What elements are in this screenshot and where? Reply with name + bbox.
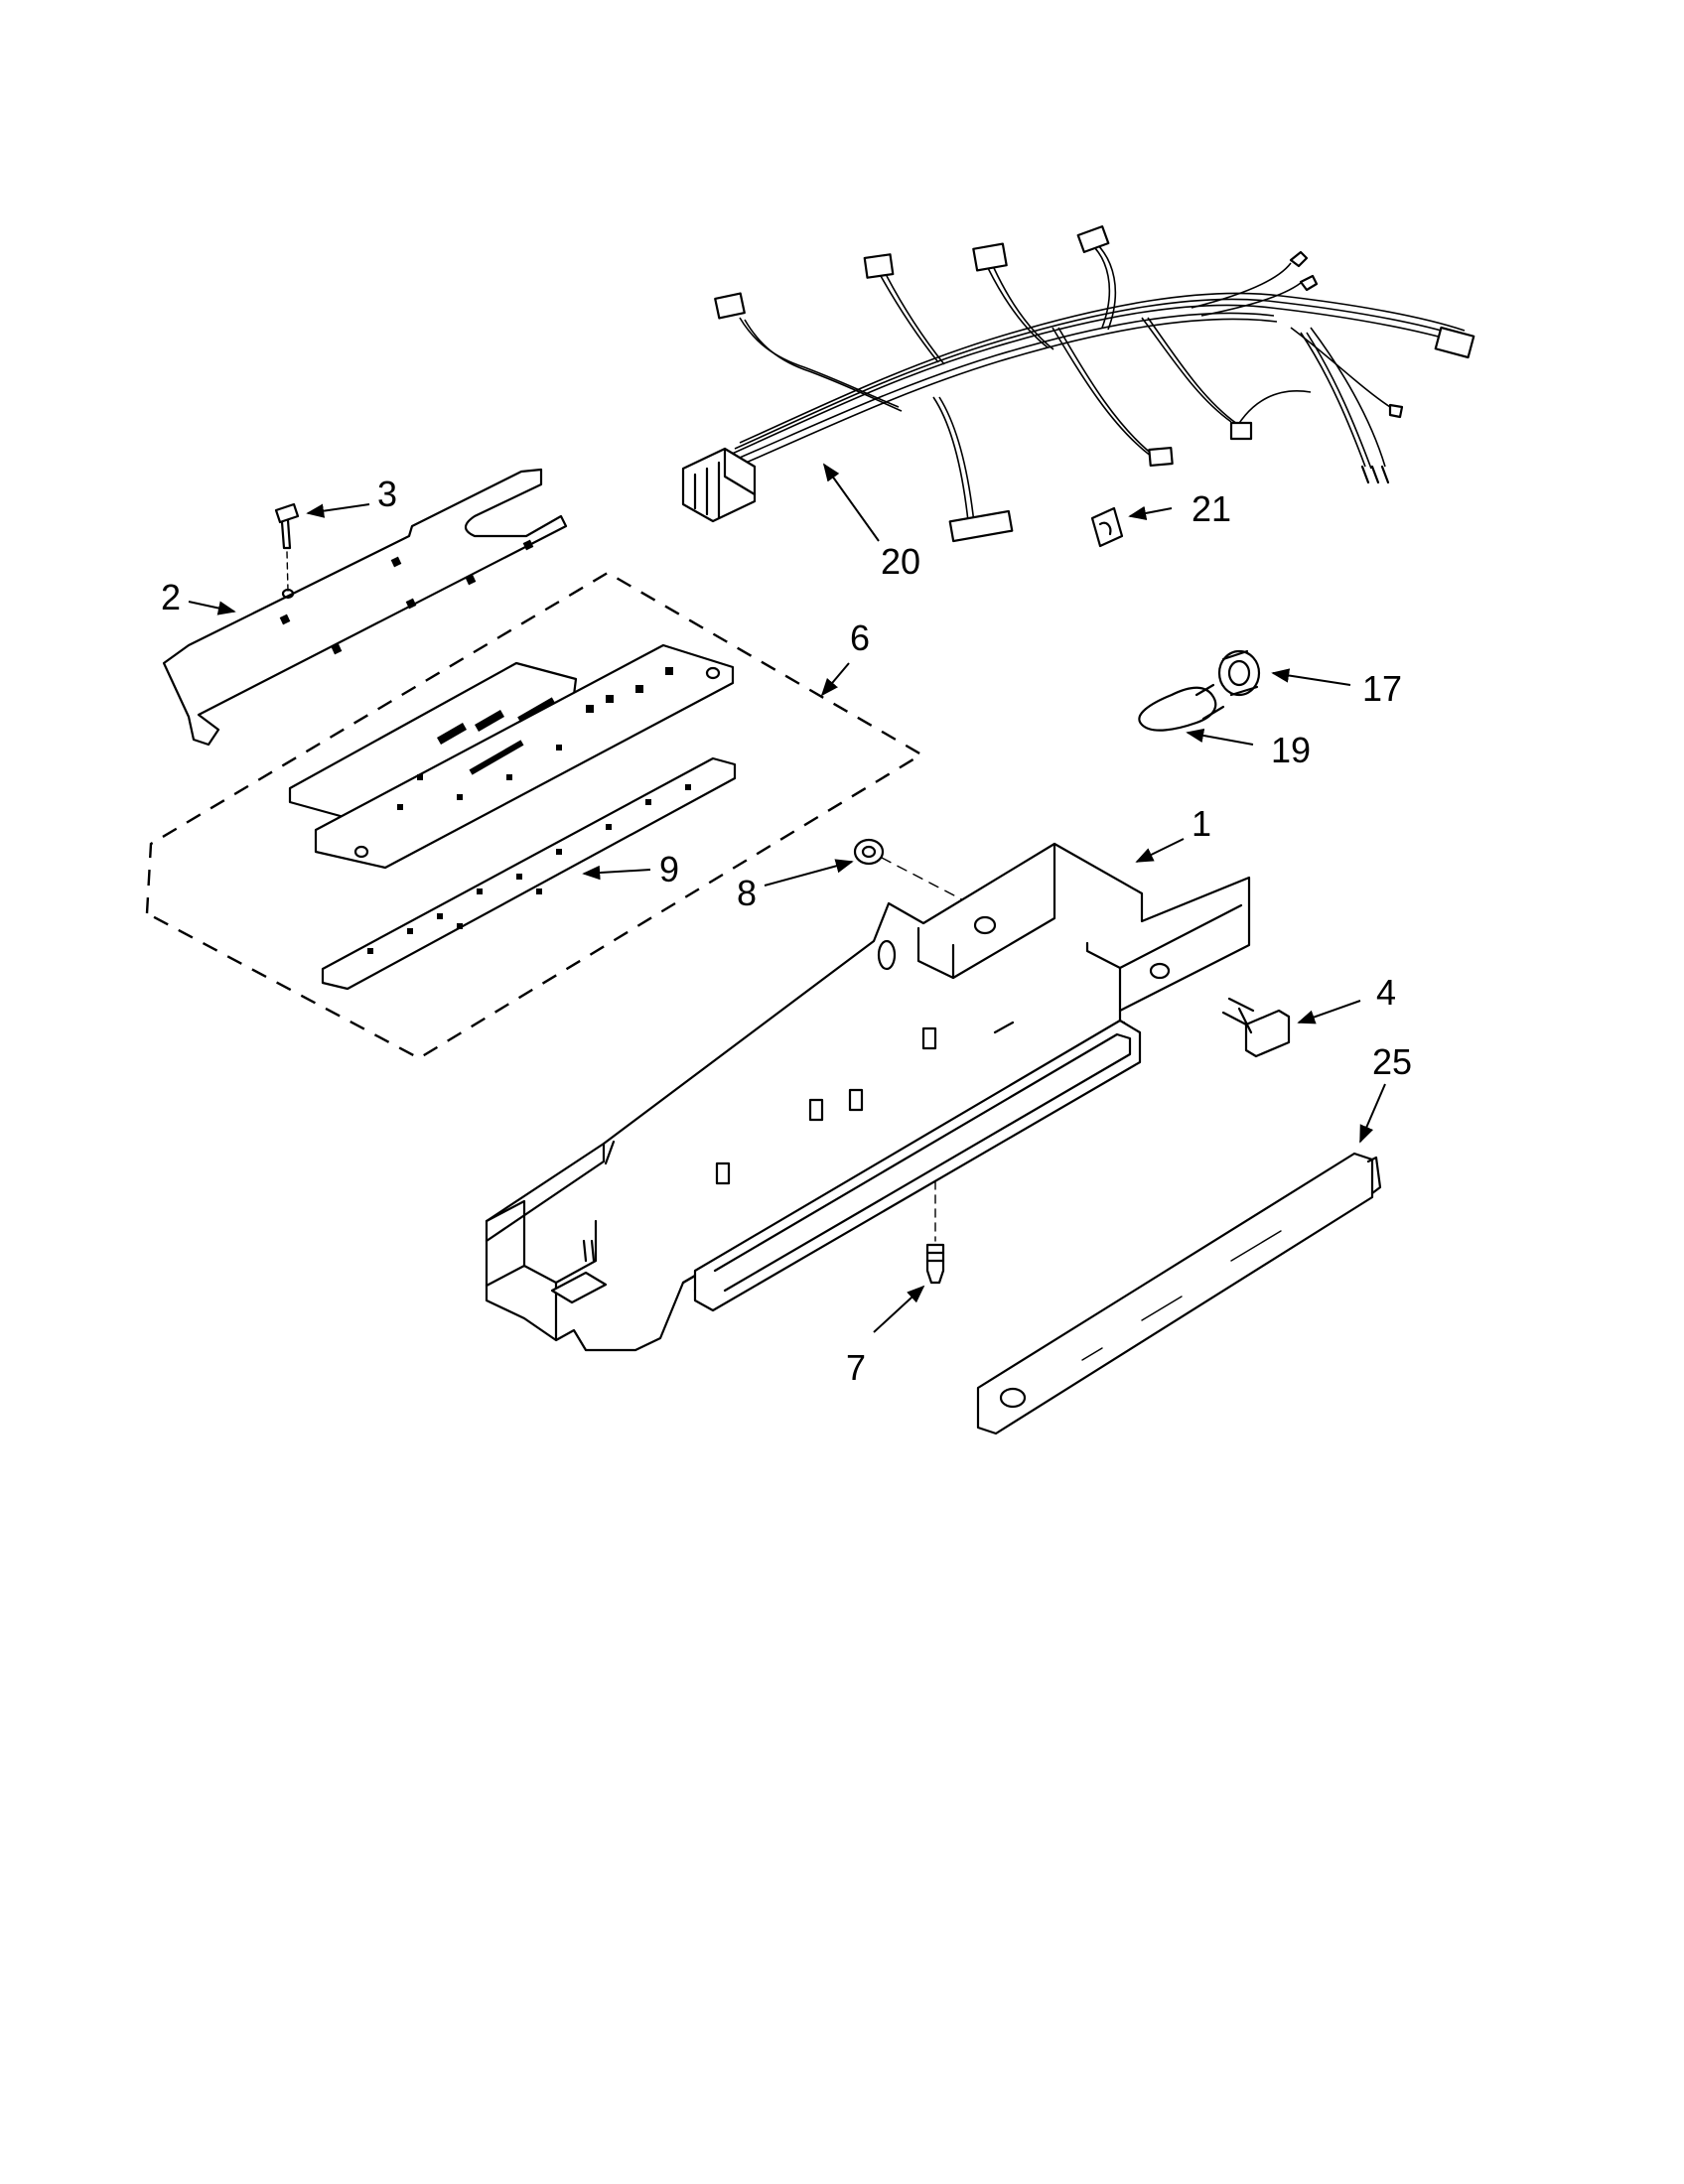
callout-3-label: 3 <box>377 474 397 514</box>
callout-17-label: 17 <box>1362 668 1402 709</box>
front-panel-overlay <box>976 1152 1382 1435</box>
callout-2: 2 <box>161 577 236 617</box>
callout-8: 8 <box>737 859 854 913</box>
callout-20: 20 <box>822 463 920 582</box>
mounting-plate <box>162 468 568 747</box>
callout-19: 19 <box>1186 728 1311 770</box>
screw-part-3 <box>274 502 300 592</box>
callout-3: 3 <box>306 474 397 518</box>
callout-7-label: 7 <box>846 1347 866 1388</box>
callout-21-label: 21 <box>1192 488 1231 529</box>
callout-9-label: 9 <box>659 849 679 889</box>
callout-20-label: 20 <box>881 541 920 582</box>
callout-2-label: 2 <box>161 577 181 617</box>
light-bulb <box>1138 683 1225 732</box>
callout-19-label: 19 <box>1271 730 1311 770</box>
callout-8-label: 8 <box>737 873 757 913</box>
upper-control-board <box>288 643 735 870</box>
callout-25-label: 25 <box>1372 1041 1412 1082</box>
callout-4: 4 <box>1297 972 1396 1024</box>
screw-part-7 <box>925 1180 945 1285</box>
clip-part <box>1090 506 1124 548</box>
callout-7: 7 <box>846 1285 925 1388</box>
lamp-switch <box>1221 997 1291 1058</box>
control-housing <box>485 842 1251 1352</box>
wire-harness <box>681 224 1475 543</box>
callout-17: 17 <box>1271 668 1402 709</box>
callout-1-label: 1 <box>1192 803 1211 844</box>
callout-4-label: 4 <box>1376 972 1396 1013</box>
lamp-socket <box>1217 649 1261 697</box>
callout-6-label: 6 <box>850 617 870 658</box>
lower-control-board <box>321 756 737 991</box>
callout-25: 25 <box>1359 1041 1412 1144</box>
callout-9: 9 <box>582 849 679 889</box>
callout-1: 1 <box>1135 803 1211 863</box>
callout-21: 21 <box>1128 488 1231 529</box>
callout-6: 6 <box>820 617 870 697</box>
harness-main-connector <box>681 447 757 523</box>
control-board-assembly <box>145 571 924 1060</box>
